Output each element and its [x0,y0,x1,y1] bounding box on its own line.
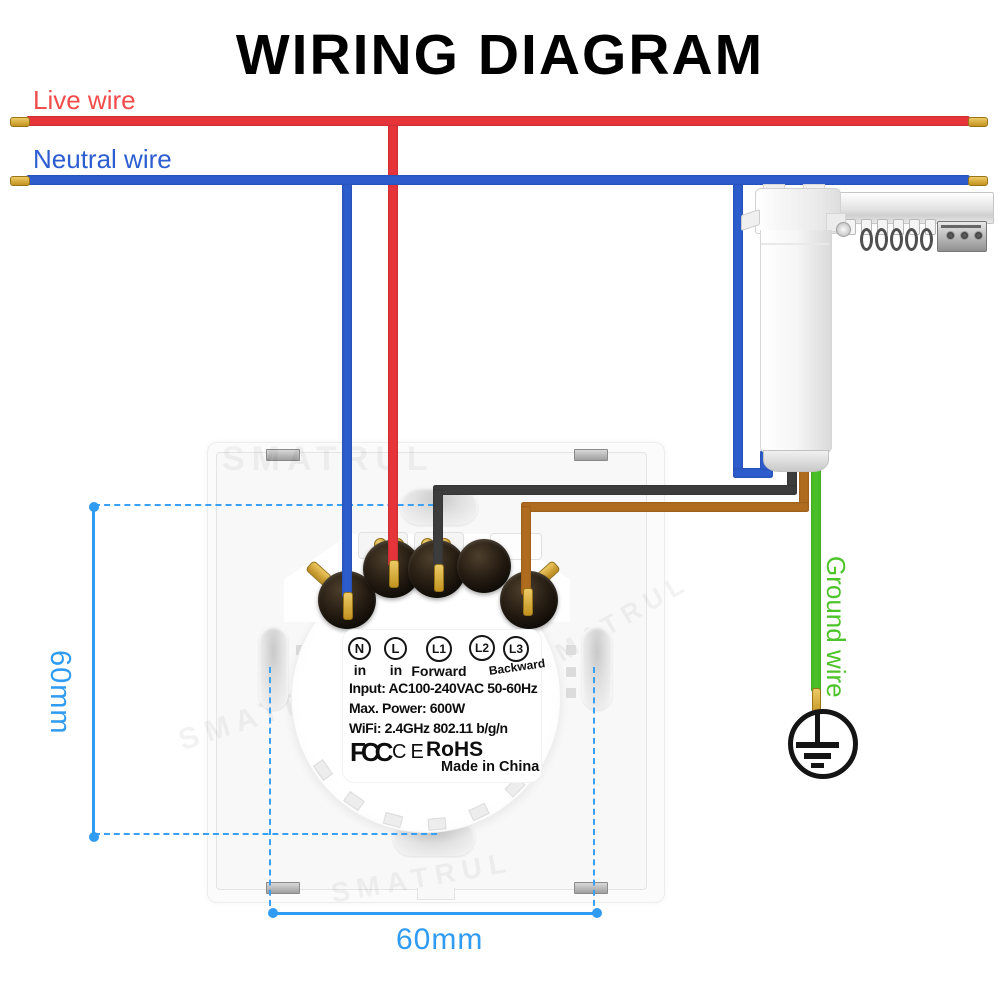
rohs-logo: RoHS [426,738,484,761]
wire-ferrule-L3 [523,588,533,616]
backward-wire-motor-segment [799,452,809,512]
spec-input: Input: AC100-240VAC 50-60Hz [349,680,538,696]
dimension-endpoint [89,502,99,512]
ground-symbol-bar [796,742,839,748]
forward-wire-switch-segment [433,489,443,570]
dimension-line-height [92,507,95,837]
ground-symbol-bar [811,763,824,768]
terminal-sub-N: in [353,662,367,678]
mounting-hole-right [582,626,612,710]
mounting-clip [266,882,300,894]
motor-body-seam [761,243,829,245]
ground-wire-label: Ground wire [821,556,851,698]
backward-wire-switch-segment [521,506,531,595]
panel-vent-square [566,688,576,698]
forward-wire-horizontal [433,485,797,495]
fcc-logo: FCC [350,737,393,767]
connector-dot [946,231,955,240]
backward-wire-horizontal [521,502,809,512]
ce-logo: CE [392,741,428,763]
connector-slot [941,225,981,228]
live-wire-bus [26,116,970,126]
curtain-ring [905,228,918,251]
mounting-clip [574,449,608,461]
page-title: WIRING DIAGRAM [235,23,765,87]
dimension-endpoint [268,908,278,918]
wire-tip [10,117,30,127]
ground-symbol-bar [804,753,831,759]
wire-ferrule-L1 [434,564,444,592]
neutral-wire-drop-switch [342,179,352,598]
spec-power: Max. Power: 600W [349,700,465,716]
extension-line-left [269,667,271,916]
width-dimension-label: 60mm [396,923,484,956]
extension-line-right [593,667,595,916]
forward-wire-motor-segment [787,452,797,494]
terminal-sub-L: in [389,662,403,678]
neutral-wire-drop-motor [733,179,743,478]
panel-vent-square [566,645,576,655]
wire-tip [10,176,30,186]
watermark-text: SMATRUL [222,440,435,478]
curtain-ring [920,228,933,251]
neutral-wire-elbow-motor [733,468,773,478]
terminal-id-L3: L3 [503,636,529,662]
live-wire-drop [388,120,398,566]
ground-wire-drop [811,452,821,692]
connector-dot [960,231,969,240]
module-tab [427,817,447,831]
wire-tip [968,117,988,127]
curtain-ring [860,228,873,251]
terminal-sub-L1: Forward [411,663,467,679]
neutral-wire-bus [26,175,970,185]
terminal-id-L: L [384,637,407,660]
dimension-endpoint [592,908,602,918]
mounting-hole-left [259,626,288,710]
dimension-endpoint [89,832,99,842]
curtain-ring [875,228,888,251]
motor-body [760,230,832,453]
spec-wifi: WiFi: 2.4GHz 802.11 b/g/n [349,720,508,736]
backplate-bottom-notch [417,888,455,900]
dimension-line-width [273,912,597,915]
terminal-L2 [457,539,511,593]
terminal-id-L1: L1 [426,636,452,662]
motor-bottom-cap [763,450,829,472]
wire-ferrule-L [389,560,399,588]
neutral-wire-label: Neutral wire [33,144,172,174]
height-dimension-label: 60mm [44,650,76,735]
mounting-clip [574,882,608,894]
extension-line-top [94,504,434,506]
live-wire-label: Live wire [33,85,136,115]
terminal-id-N: N [348,637,371,660]
wire-ferrule-N [343,592,353,620]
connector-dot [974,231,983,240]
curtain-ring [890,228,903,251]
made-in-china-label: Made in China [441,759,540,775]
motor-pivot [836,222,851,237]
panel-vent-square [566,667,576,677]
ground-symbol-stem [815,714,820,742]
wire-tip [968,176,988,186]
mounting-clip [266,449,300,461]
extension-line-bottom [94,833,437,835]
terminal-id-L2: L2 [469,635,495,661]
